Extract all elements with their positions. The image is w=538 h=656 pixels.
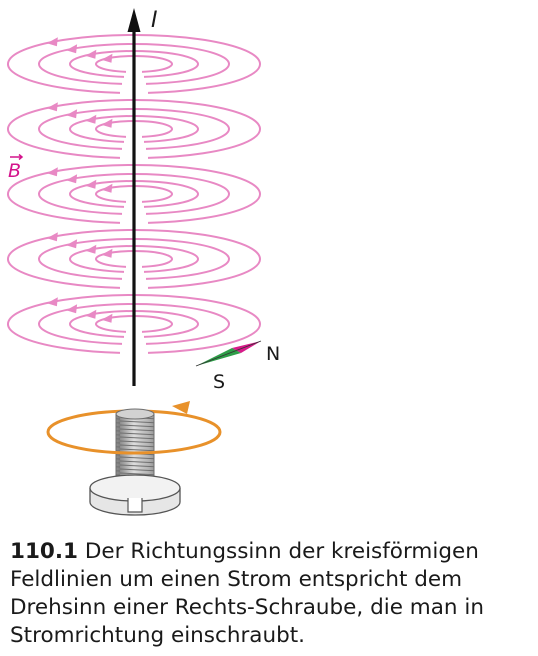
field-label: B: [8, 160, 21, 182]
field-direction-arrow-icon: [46, 232, 58, 242]
compass-needle: N S: [195, 340, 280, 393]
field-direction-arrow-icon: [101, 53, 113, 63]
field-direction-arrow-icon: [66, 239, 78, 249]
field-direction-arrow-icon: [46, 102, 58, 112]
compass-north-label: N: [266, 343, 280, 365]
field-direction-arrow-icon: [66, 174, 78, 184]
rotation-arrow-front: [46, 431, 222, 455]
field-direction-arrow-icon: [46, 167, 58, 177]
screw: [89, 408, 181, 516]
field-direction-arrow-icon: [101, 248, 113, 258]
field-direction-arrow-icon: [101, 118, 113, 128]
current-label: I: [151, 8, 158, 33]
field-direction-arrow-icon: [46, 37, 58, 47]
current-field-diagram: I B N S: [7, 8, 280, 516]
caption-number: 110.1: [10, 539, 79, 564]
figure-caption: 110.1 Der Richtungssinn der kreisförmige…: [10, 538, 530, 650]
field-direction-arrow-icon: [85, 244, 97, 254]
field-direction-arrow-icon: [46, 297, 58, 307]
field-direction-arrow-icon: [85, 309, 97, 319]
field-direction-arrow-icon: [66, 44, 78, 54]
field-direction-arrow-icon: [66, 109, 78, 119]
field-direction-arrow-icon: [85, 179, 97, 189]
current-direction-arrow-icon: [127, 8, 141, 32]
field-label-b: B: [8, 153, 24, 182]
rotation-arrowhead-icon: [172, 401, 190, 414]
vector-arrow-icon: [10, 153, 24, 161]
field-direction-arrow-icon: [85, 49, 97, 59]
compass-south-label: S: [213, 371, 225, 393]
field-direction-arrow-icon: [85, 114, 97, 124]
field-direction-arrow-icon: [101, 183, 113, 193]
current-wire: [127, 8, 141, 386]
field-direction-arrow-icon: [101, 313, 113, 323]
field-direction-arrow-icon: [66, 304, 78, 314]
caption-text: Der Richtungssinn der kreisförmigen Feld…: [10, 539, 484, 648]
